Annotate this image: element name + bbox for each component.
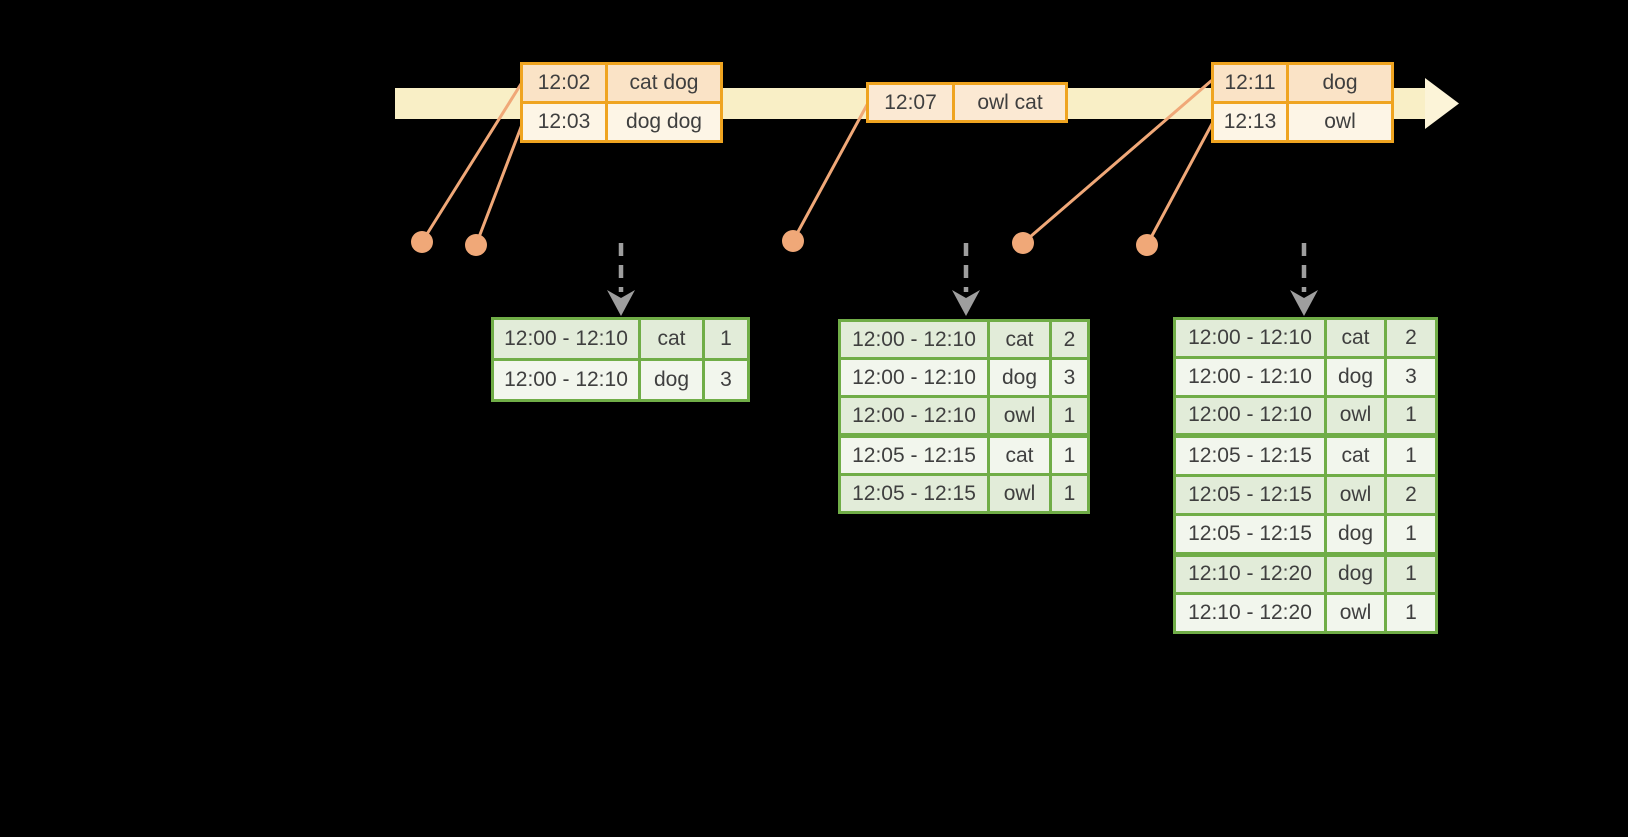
timeline-arrowhead-icon: [1425, 78, 1459, 129]
word-cell: dog: [641, 361, 702, 399]
word-cell: owl: [1327, 397, 1384, 434]
event-words-cell: owl: [1289, 104, 1391, 140]
event-words-cell: owl cat: [955, 85, 1065, 120]
window-cell: 12:10 - 12:20: [1176, 595, 1324, 631]
window-cell: 12:05 - 12:15: [1176, 515, 1324, 552]
word-cell: dog: [990, 360, 1049, 395]
window-cell: 12:10 - 12:20: [1176, 556, 1324, 593]
result-row: 12:00 - 12:10 cat 1: [494, 320, 747, 358]
count-cell: 1: [1387, 556, 1435, 593]
result-row: 12:00 - 12:10 dog 3: [1176, 358, 1435, 395]
result-table-1: 12:00 - 12:10 cat 1 12:00 - 12:10 dog 3: [491, 317, 750, 402]
window-cell: 12:00 - 12:10: [841, 360, 987, 395]
event-time-cell: 12:07: [869, 85, 952, 120]
event-connector-line: [474, 120, 525, 247]
result-row: 12:05 - 12:15 owl 2: [1176, 477, 1435, 513]
event-dot: [1012, 232, 1034, 254]
window-cell: 12:00 - 12:10: [494, 320, 638, 358]
result-row: 12:00 - 12:10 dog 3: [494, 361, 747, 399]
result-table-3: 12:00 - 12:10 cat 2 12:00 - 12:10 dog 3 …: [1173, 317, 1438, 634]
window-cell: 12:00 - 12:10: [841, 322, 987, 357]
count-cell: 3: [1387, 358, 1435, 395]
trigger-arrowhead-icon: [952, 290, 980, 316]
word-cell: owl: [990, 476, 1049, 511]
event-table-1: 12:02 cat dog 12:03 dog dog: [520, 62, 723, 143]
event-connector-line: [1021, 79, 1213, 245]
window-cell: 12:05 - 12:15: [1176, 477, 1324, 513]
window-cell: 12:00 - 12:10: [1176, 358, 1324, 395]
event-dot: [782, 230, 804, 252]
event-row: 12:13 owl: [1214, 104, 1391, 140]
event-time-cell: 12:11: [1214, 65, 1286, 101]
word-cell: owl: [1327, 595, 1384, 631]
count-cell: 1: [1052, 476, 1087, 511]
window-cell: 12:05 - 12:15: [1176, 438, 1324, 474]
event-words-cell: dog: [1289, 65, 1391, 101]
count-cell: 1: [1387, 397, 1435, 434]
trigger-arrowhead-icon: [607, 290, 635, 316]
result-row: 12:05 - 12:15 cat 1: [841, 438, 1087, 473]
word-cell: cat: [641, 320, 702, 358]
word-cell: cat: [990, 438, 1049, 473]
result-row: 12:05 - 12:15 dog 1: [1176, 515, 1435, 552]
event-row: 12:02 cat dog: [523, 65, 720, 101]
result-row: 12:00 - 12:10 owl 1: [841, 398, 1087, 433]
event-time-cell: 12:13: [1214, 104, 1286, 140]
count-cell: 2: [1387, 320, 1435, 356]
result-row: 12:00 - 12:10 owl 1: [1176, 397, 1435, 434]
event-row: 12:11 dog: [1214, 65, 1391, 101]
event-words-cell: dog dog: [608, 104, 720, 140]
count-cell: 3: [1052, 360, 1087, 395]
count-cell: 2: [1387, 477, 1435, 513]
event-table-2: 12:07 owl cat: [866, 82, 1068, 123]
event-dot: [465, 234, 487, 256]
window-cell: 12:00 - 12:10: [1176, 320, 1324, 356]
count-cell: 1: [1387, 515, 1435, 552]
event-connector-line: [420, 82, 523, 244]
word-cell: dog: [1327, 556, 1384, 593]
event-row: 12:03 dog dog: [523, 104, 720, 140]
event-time-cell: 12:03: [523, 104, 605, 140]
window-cell: 12:05 - 12:15: [841, 438, 987, 473]
result-row: 12:05 - 12:15 owl 1: [841, 476, 1087, 511]
event-time-cell: 12:02: [523, 65, 605, 101]
event-connector-line: [1145, 120, 1215, 247]
window-cell: 12:05 - 12:15: [841, 476, 987, 511]
count-cell: 3: [705, 361, 747, 399]
count-cell: 1: [1387, 595, 1435, 631]
count-cell: 1: [1052, 398, 1087, 433]
word-cell: cat: [990, 322, 1049, 357]
event-row: 12:07 owl cat: [869, 85, 1065, 120]
result-row: 12:00 - 12:10 cat 2: [1176, 320, 1435, 356]
word-cell: dog: [1327, 358, 1384, 395]
window-cell: 12:00 - 12:10: [841, 398, 987, 433]
trigger-arrowhead-icon: [1290, 290, 1318, 316]
event-dot: [411, 231, 433, 253]
result-table-2: 12:00 - 12:10 cat 2 12:00 - 12:10 dog 3 …: [838, 319, 1090, 514]
result-row: 12:00 - 12:10 dog 3: [841, 360, 1087, 395]
event-words-cell: cat dog: [608, 65, 720, 101]
count-cell: 2: [1052, 322, 1087, 357]
word-cell: cat: [1327, 438, 1384, 474]
count-cell: 1: [705, 320, 747, 358]
result-row: 12:10 - 12:20 owl 1: [1176, 595, 1435, 631]
result-row: 12:10 - 12:20 dog 1: [1176, 556, 1435, 593]
count-cell: 1: [1052, 438, 1087, 473]
word-cell: owl: [1327, 477, 1384, 513]
window-cell: 12:00 - 12:10: [494, 361, 638, 399]
count-cell: 1: [1387, 438, 1435, 474]
event-table-3: 12:11 dog 12:13 owl: [1211, 62, 1394, 143]
word-cell: dog: [1327, 515, 1384, 552]
result-row: 12:00 - 12:10 cat 2: [841, 322, 1087, 357]
word-cell: owl: [990, 398, 1049, 433]
event-dot: [1136, 234, 1158, 256]
window-cell: 12:00 - 12:10: [1176, 397, 1324, 434]
word-cell: cat: [1327, 320, 1384, 356]
event-connector-line: [791, 101, 870, 243]
result-row: 12:05 - 12:15 cat 1: [1176, 438, 1435, 474]
